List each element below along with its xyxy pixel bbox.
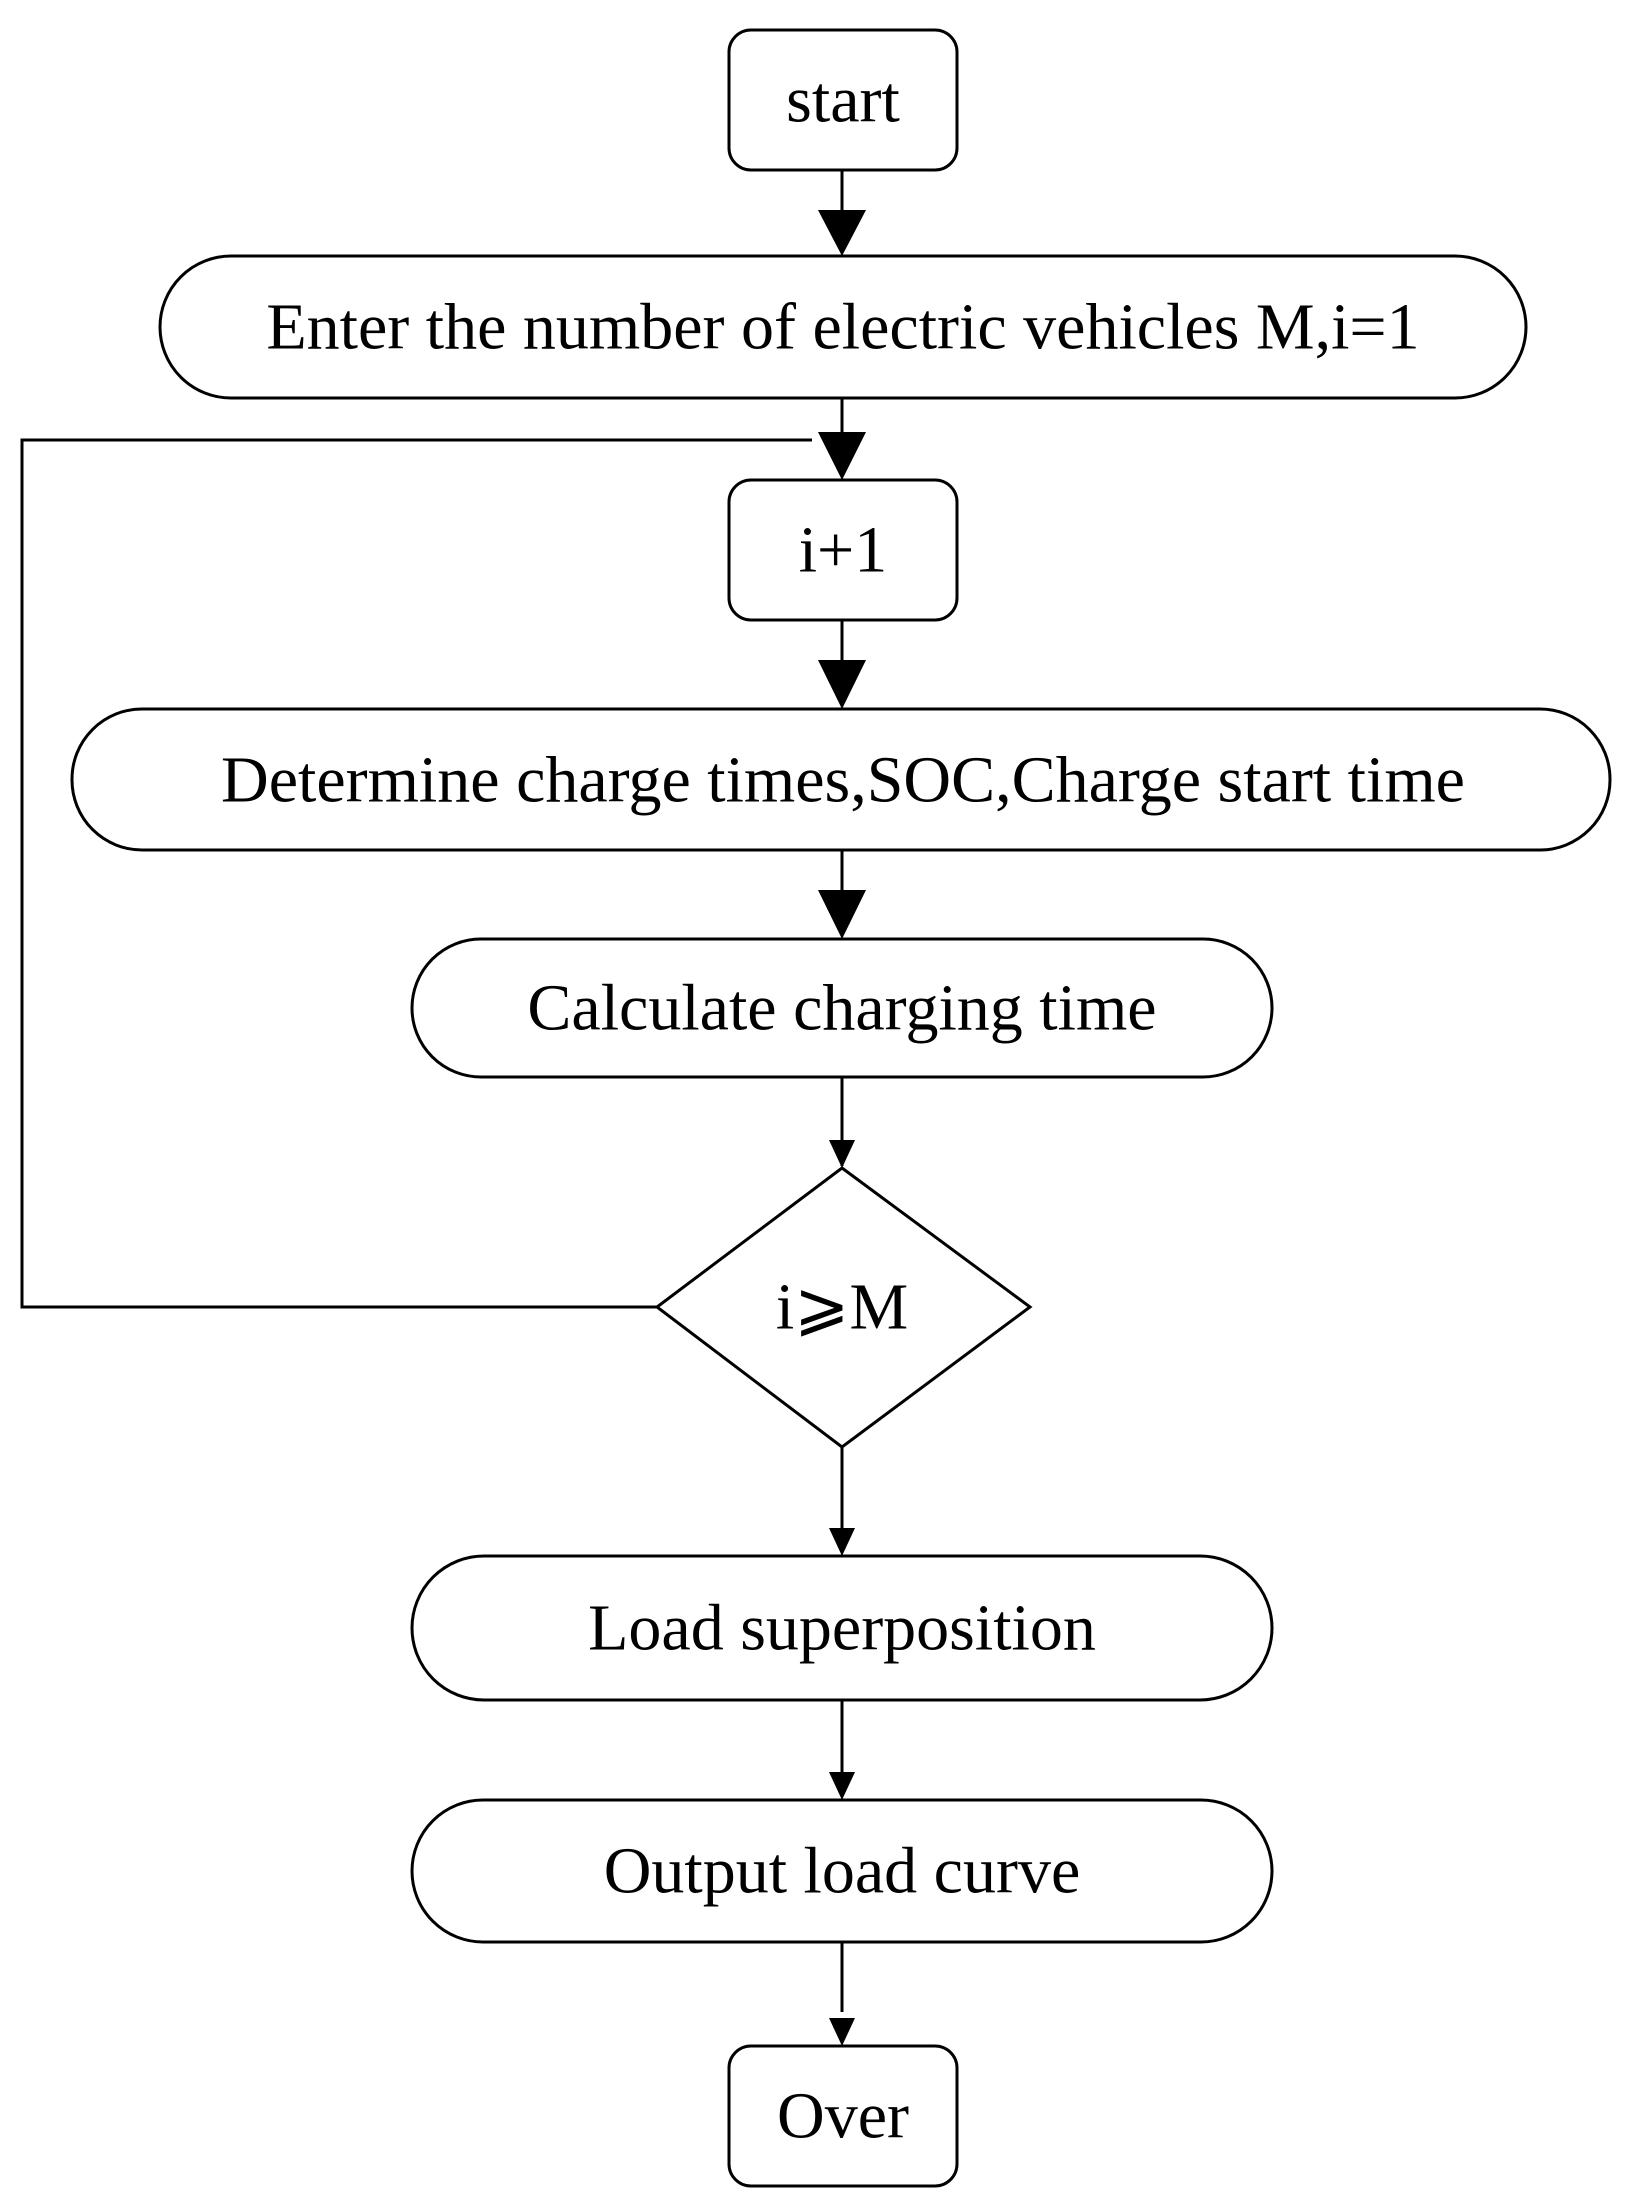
arrowheads — [818, 210, 866, 2046]
node-decision-diamond — [654, 1166, 1033, 1449]
arrowhead-decision — [829, 1140, 855, 1168]
node-over-box — [727, 2044, 959, 2188]
node-over: Over — [727, 2044, 959, 2188]
arrowhead-increment — [818, 432, 866, 480]
node-start-box — [727, 28, 959, 172]
node-superposition: Load superposition — [410, 1554, 1274, 1702]
arrowhead-determine — [818, 660, 866, 709]
node-determine-label: Determine charge times,SOC,Charge start … — [221, 744, 1465, 817]
node-increment-label: i+1 — [799, 514, 888, 587]
node-start: start — [727, 28, 959, 172]
node-superposition-label: Load superposition — [588, 1592, 1096, 1665]
node-enter: Enter the number of electric vehicles M,… — [158, 254, 1528, 400]
node-start-label: start — [786, 64, 900, 137]
node-calculate: Calculate charging time — [410, 937, 1274, 1079]
arrowhead-superposition — [829, 1528, 855, 1556]
node-decision: i⩾M — [654, 1166, 1033, 1449]
node-output-box — [410, 1798, 1274, 1944]
node-determine: Determine charge times,SOC,Charge start … — [70, 707, 1612, 852]
node-superposition-box — [410, 1554, 1274, 1702]
arrowhead-enter — [818, 210, 866, 256]
node-increment: i+1 — [727, 478, 959, 622]
arrowhead-calculate — [818, 890, 866, 939]
node-over-label: Over — [777, 2080, 909, 2153]
node-calculate-label: Calculate charging time — [527, 972, 1156, 1045]
node-determine-box — [70, 707, 1612, 852]
edge-decision-loop-back — [20, 438, 812, 1309]
arrowhead-over — [829, 2018, 855, 2046]
node-output: Output load curve — [410, 1798, 1274, 1944]
node-enter-label: Enter the number of electric vehicles M,… — [266, 291, 1419, 364]
node-increment-box — [727, 478, 959, 622]
node-enter-box — [158, 254, 1528, 400]
node-decision-label: i⩾M — [776, 1271, 908, 1344]
node-calculate-box — [410, 937, 1274, 1079]
connectors — [20, 170, 844, 2012]
node-output-label: Output load curve — [604, 1835, 1081, 1908]
arrowhead-output — [829, 1772, 855, 1800]
